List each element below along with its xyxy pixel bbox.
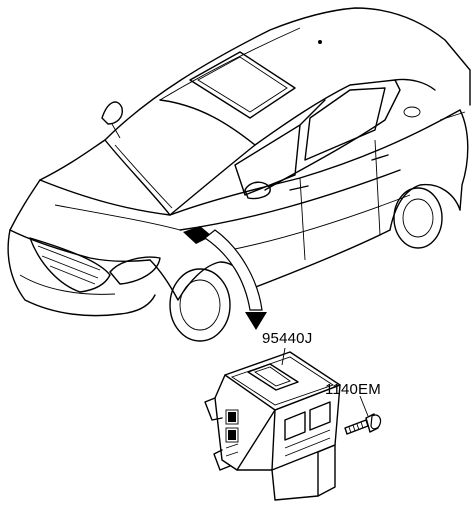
- part-label-ecu: 95440J: [262, 330, 313, 347]
- car-illustration: [7, 7, 471, 342]
- callout-arrow: [203, 229, 267, 330]
- bolt: [344, 413, 382, 435]
- ecu-leader: [281, 347, 286, 366]
- part-label-bolt: 1140EM: [325, 381, 381, 398]
- ecu-module: [204, 351, 341, 501]
- bolt-leader: [359, 395, 369, 417]
